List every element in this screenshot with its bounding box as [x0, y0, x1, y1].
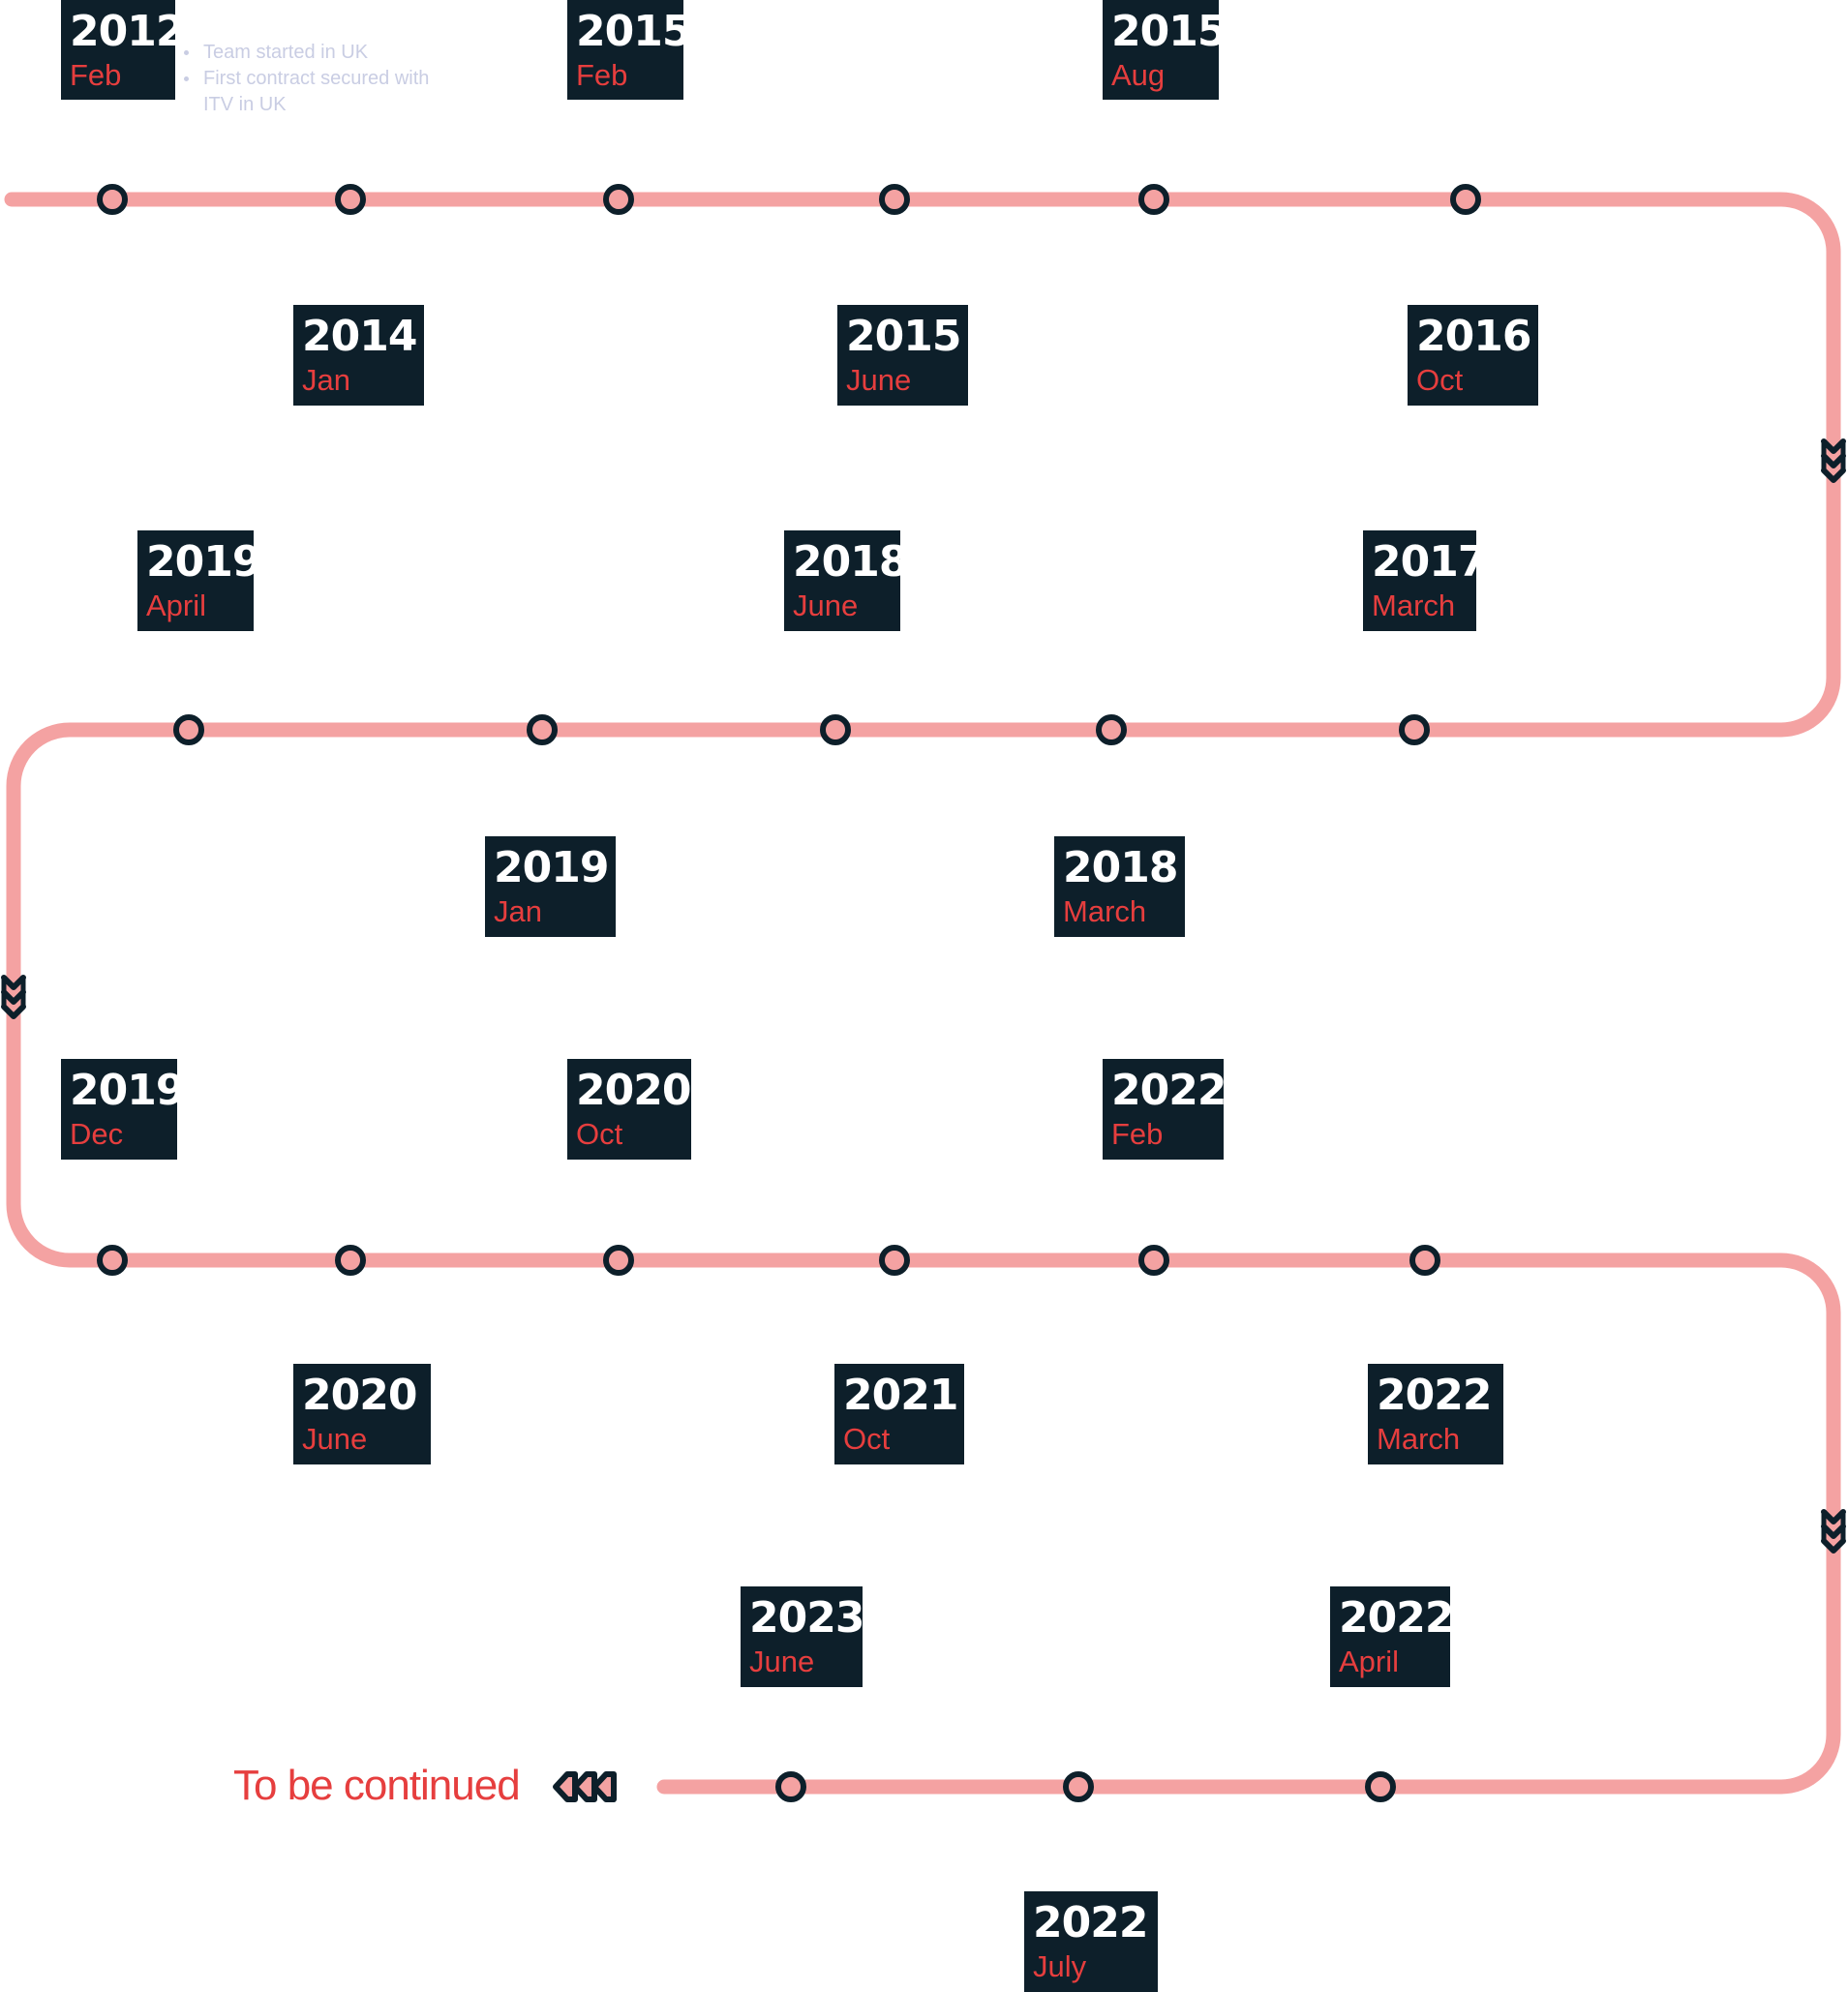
milestone-card[interactable]: 2022 March	[1368, 1364, 1503, 1464]
timeline-node-icon[interactable]	[1138, 1245, 1169, 1276]
milestone-card[interactable]: 2019 Dec	[61, 1059, 185, 1160]
timeline-node-icon[interactable]	[335, 1245, 366, 1276]
milestone-month: Feb	[70, 58, 122, 92]
timeline-nodes	[97, 184, 1481, 1802]
milestone-year: 2022	[1111, 1066, 1227, 1115]
milestone-month: Dec	[70, 1117, 124, 1151]
milestone-card[interactable]: 2022 July	[1024, 1891, 1158, 1992]
to-be-continued-label: To be continued	[233, 1762, 521, 1809]
milestone-year: 2019	[494, 843, 609, 892]
timeline-node-icon[interactable]	[1450, 184, 1481, 215]
milestone-month: March	[1063, 894, 1147, 928]
milestone-month: Feb	[576, 58, 628, 92]
chevron-down-icon	[1821, 438, 1846, 483]
timeline-node-icon[interactable]	[1365, 1771, 1396, 1802]
milestone-month: March	[1377, 1422, 1461, 1456]
milestone-month: Feb	[1111, 1117, 1164, 1151]
milestone-card[interactable]: 2022 April	[1330, 1586, 1454, 1687]
milestone-notes: Team started in UK First contract secure…	[184, 40, 445, 118]
milestone-year: 2018	[793, 537, 908, 587]
timeline-node-icon[interactable]	[1063, 1771, 1094, 1802]
milestone-year: 2012	[70, 7, 185, 56]
milestone-year: 2022	[1033, 1898, 1148, 1947]
milestone-month: Aug	[1111, 58, 1166, 92]
milestone-card[interactable]: 2014 Jan	[293, 305, 424, 406]
milestone-year: 2023	[749, 1593, 864, 1643]
milestone-card[interactable]: 2012 Feb	[61, 0, 185, 100]
milestone-year: 2020	[576, 1066, 691, 1115]
milestone-card[interactable]: 2016 Oct	[1408, 305, 1538, 406]
milestone-card[interactable]: 2015 Aug	[1103, 0, 1227, 100]
milestone-month: Oct	[843, 1422, 891, 1456]
milestone-card[interactable]: 2017 March	[1363, 530, 1487, 631]
milestone-card[interactable]: 2015 Feb	[567, 0, 691, 100]
milestone-year: 2019	[70, 1066, 185, 1115]
milestone-year: 2014	[302, 312, 417, 361]
milestone-card[interactable]: 2019 April	[137, 530, 261, 631]
timeline-node-icon[interactable]	[775, 1771, 806, 1802]
milestone-year: 2017	[1372, 537, 1487, 587]
milestone-month: June	[846, 363, 912, 397]
milestone-card[interactable]: 2023 June	[741, 1586, 864, 1687]
milestone-card[interactable]: 2020 Oct	[567, 1059, 691, 1160]
timeline-node-icon[interactable]	[820, 714, 851, 745]
timeline-node-icon[interactable]	[879, 1245, 910, 1276]
milestone-card[interactable]: 2018 March	[1054, 836, 1185, 937]
milestone-year: 2022	[1339, 1593, 1454, 1643]
milestone-card[interactable]: 2022 Feb	[1103, 1059, 1227, 1160]
milestone-year: 2015	[846, 312, 961, 361]
milestone-year: 2021	[843, 1371, 958, 1420]
note-item: Team started in UK	[184, 40, 445, 66]
milestone-card[interactable]: 2021 Oct	[834, 1364, 964, 1464]
milestone-year: 2018	[1063, 843, 1178, 892]
milestone-month: Jan	[302, 363, 350, 397]
milestone-month: Oct	[1416, 363, 1464, 397]
timeline-node-icon[interactable]	[1409, 1245, 1440, 1276]
milestone-year: 2016	[1416, 312, 1531, 361]
timeline-node-icon[interactable]	[1138, 184, 1169, 215]
note-item: First contract secured with ITV in UK	[184, 66, 445, 118]
chevron-down-icon	[1821, 1509, 1846, 1554]
chevron-down-icon	[1, 975, 26, 1019]
timeline-node-icon[interactable]	[173, 714, 204, 745]
milestone-month: April	[1339, 1645, 1400, 1678]
timeline-node-icon[interactable]	[603, 1245, 634, 1276]
milestone-month: June	[302, 1422, 368, 1456]
milestone-month: March	[1372, 589, 1456, 622]
milestone-card[interactable]: 2015 June	[837, 305, 968, 406]
timeline-node-icon[interactable]	[527, 714, 558, 745]
milestone-month: Jan	[494, 894, 542, 928]
timeline-node-icon[interactable]	[1096, 714, 1127, 745]
chevron-left-icon	[553, 1771, 617, 1802]
milestone-year: 2019	[146, 537, 261, 587]
timeline-node-icon[interactable]	[603, 184, 634, 215]
timeline-node-icon[interactable]	[97, 1245, 128, 1276]
timeline-node-icon[interactable]	[97, 184, 128, 215]
milestone-month: Oct	[576, 1117, 623, 1151]
milestone-year: 2015	[1111, 7, 1227, 56]
milestone-month: June	[749, 1645, 815, 1678]
milestone-card[interactable]: 2018 June	[784, 530, 908, 631]
milestone-month: June	[793, 589, 859, 622]
timeline-node-icon[interactable]	[1399, 714, 1430, 745]
milestone-card[interactable]: 2019 Jan	[485, 836, 616, 937]
milestone-card[interactable]: 2020 June	[293, 1364, 431, 1464]
timeline-node-icon[interactable]	[879, 184, 910, 215]
milestone-year: 2022	[1377, 1371, 1492, 1420]
timeline-node-icon[interactable]	[335, 184, 366, 215]
milestone-month: July	[1033, 1949, 1087, 1983]
milestone-year: 2020	[302, 1371, 417, 1420]
milestone-year: 2015	[576, 7, 691, 56]
milestone-month: April	[146, 589, 207, 622]
timeline-track-path	[4, 192, 1841, 1795]
